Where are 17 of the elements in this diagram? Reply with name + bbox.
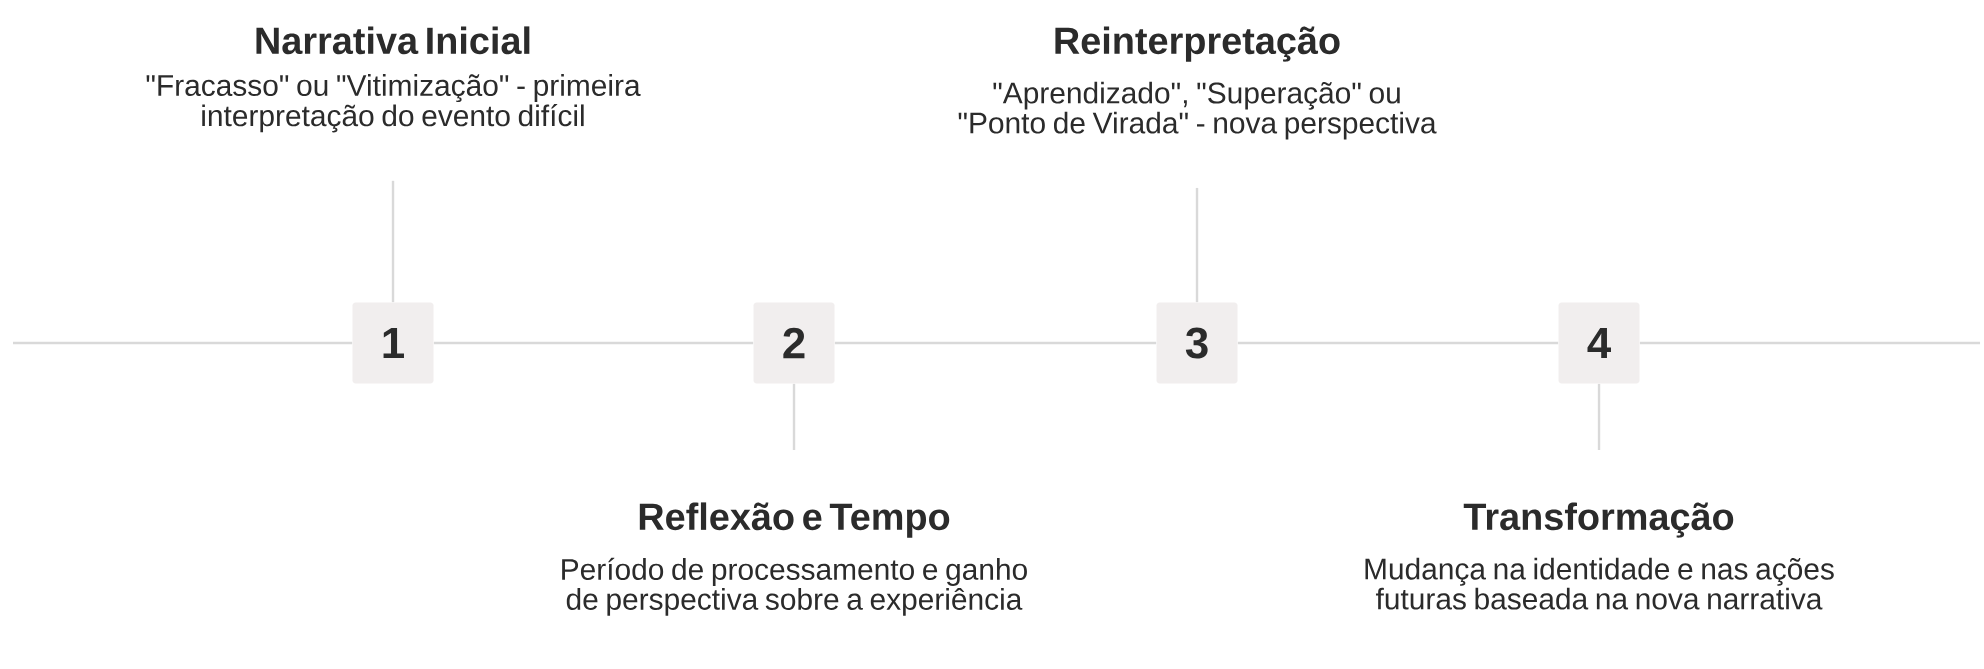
timeline-line [1237,341,1559,345]
timeline-line [1639,341,1981,345]
connector-line [1195,187,1199,303]
connector-line [1597,383,1601,450]
step-box: 1 [352,302,434,384]
stage-text: Narrativa Inicial "Fracasso" ou "Vitimização" - primeira interpretação do evento difícil [146,26,641,133]
step-box: 4 [1558,302,1640,384]
connector-line [792,383,796,450]
step-box: 2 [753,302,835,384]
timeline-line [433,341,754,345]
stage-text: Transformação Mudança na identidade e nas ações futuras baseada na nova narrativa [1365,502,1834,610]
timeline-line [13,341,353,345]
stage-text: Reflexão e Tempo Período de processamento e ganho de perspectiva sobre a experiência [562,502,1027,616]
step-box: 3 [1156,302,1238,384]
timeline-line [834,341,1157,345]
stage-text: Reinterpretação "Aprendizado", "Superação" ou "Ponto de Virada" - nova perspectiva [958,26,1437,140]
connector-line [391,180,395,303]
